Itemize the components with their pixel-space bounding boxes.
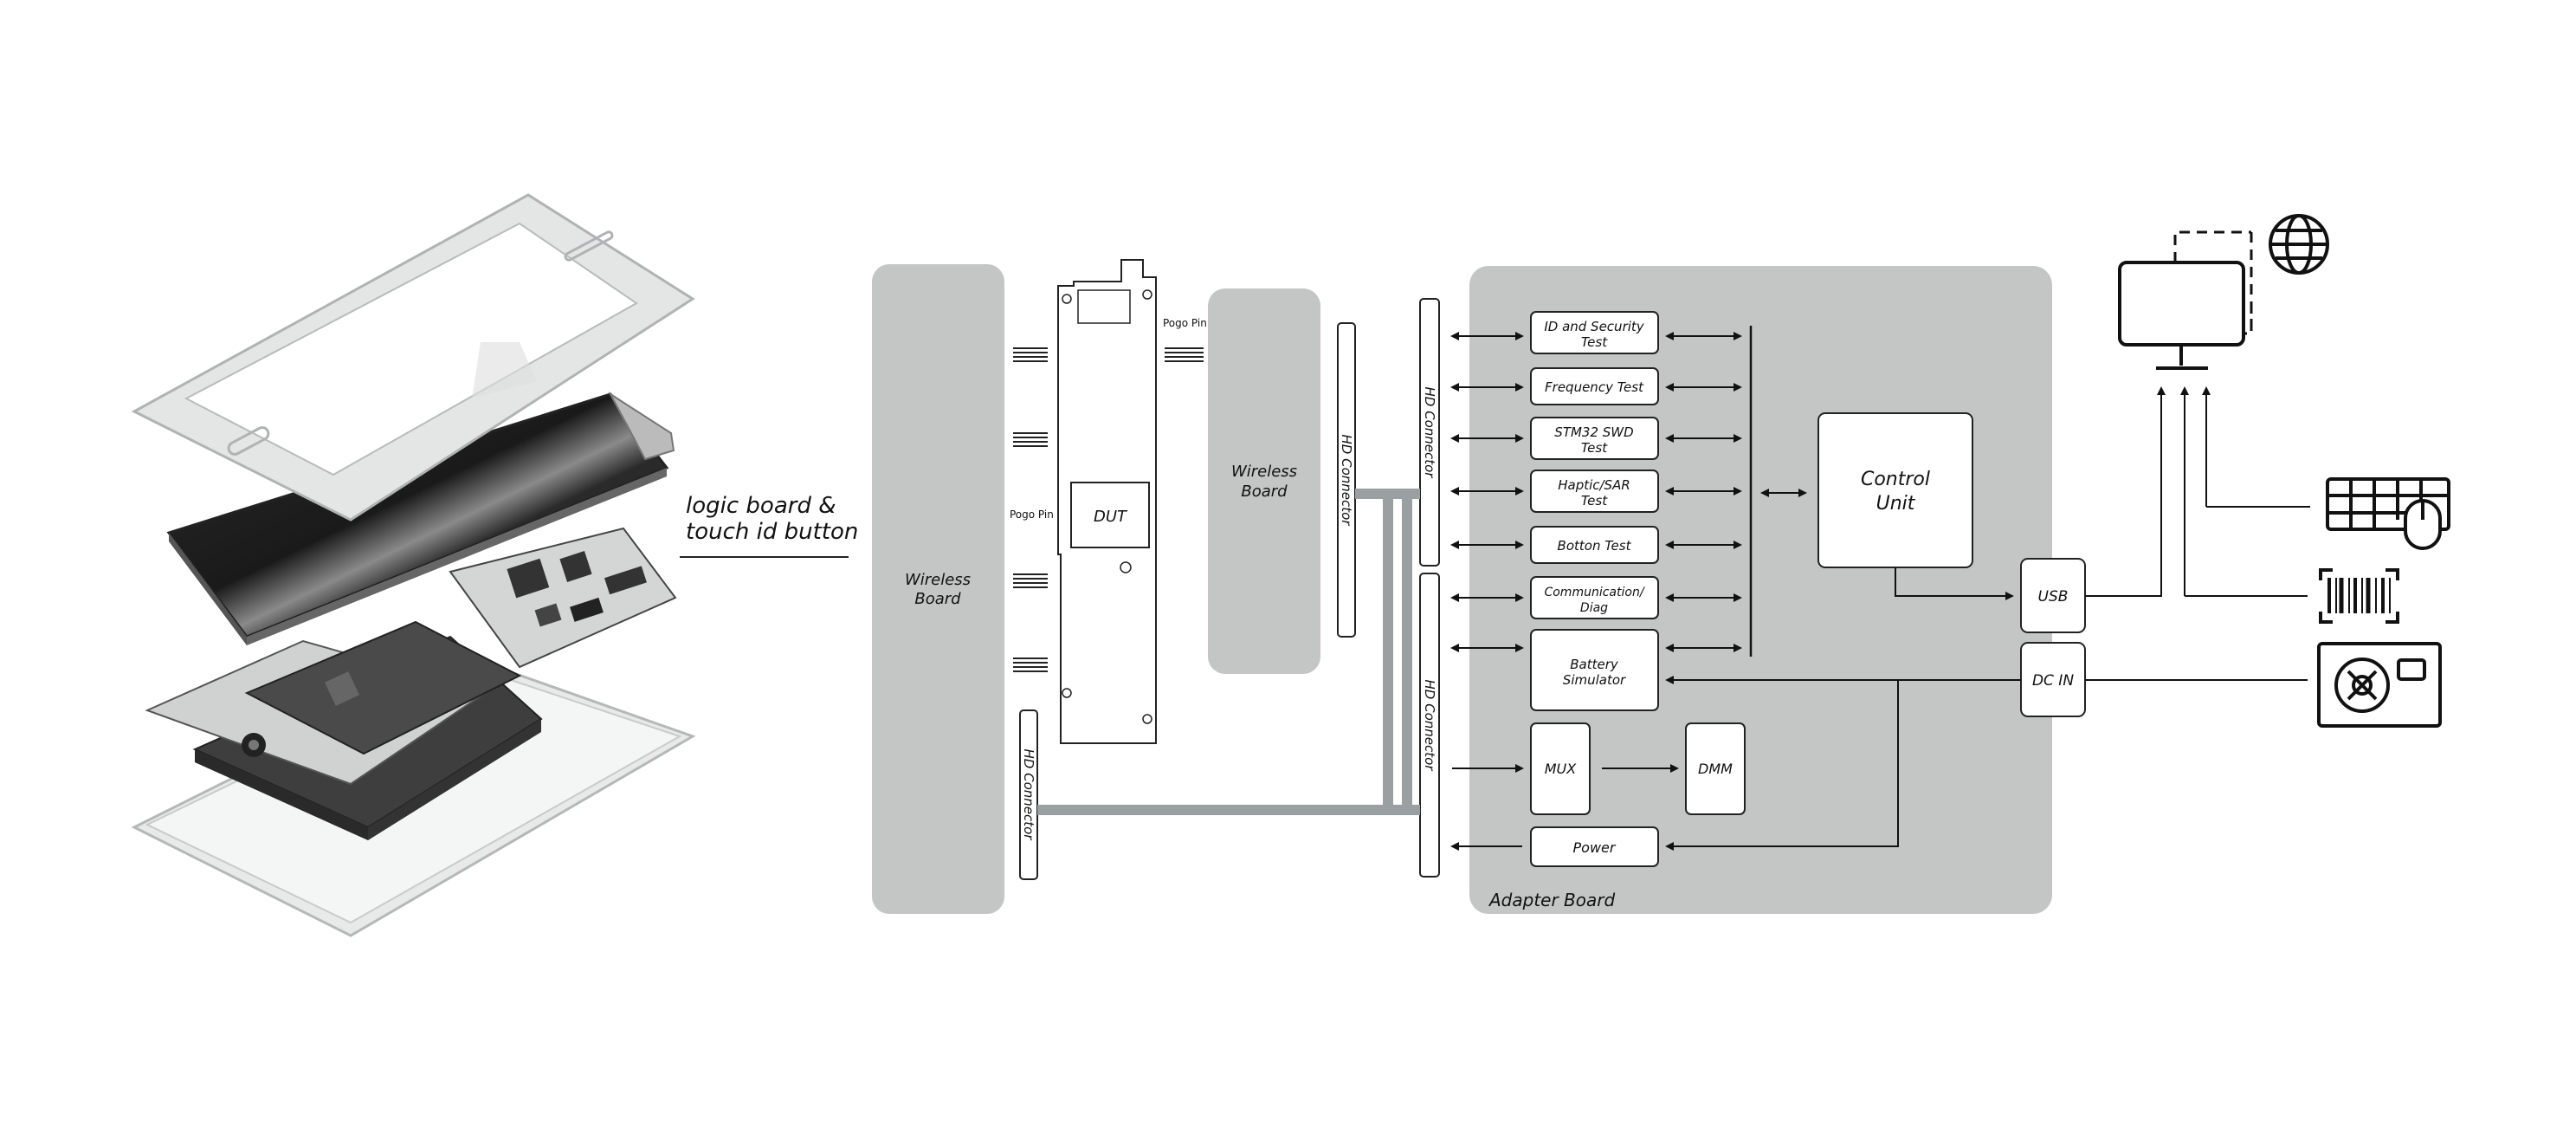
test-id-security-label-2: Test: [1581, 334, 1608, 350]
test-haptic-sar: Haptic/SAR Test: [1530, 470, 1659, 513]
control-unit-label-2: Unit: [1876, 493, 1916, 515]
dut-board: DUT: [1057, 259, 1157, 744]
power-supply-icon: [2317, 642, 2442, 728]
usb-to-peripherals-lines: [2085, 386, 2310, 681]
hd-connector-2-label: HD Connector: [1422, 387, 1437, 479]
hd-connector-3: [1419, 573, 1440, 878]
test-haptic-label-1: Haptic/SAR: [1558, 477, 1630, 493]
wireless-board-mid: [1208, 288, 1320, 674]
adapter-board-label: Adapter Board: [1488, 890, 1615, 910]
battery-simulator-label-1: Battery: [1570, 657, 1619, 672]
test-botton-label: Botton Test: [1558, 538, 1632, 554]
phone-exploded-illustration: [131, 193, 696, 937]
logic-board: [449, 527, 677, 669]
wireless-board-left-label-2: Board: [914, 590, 961, 608]
usb-port: USB: [2020, 558, 2086, 633]
test-id-security-label-1: ID and Security: [1544, 319, 1644, 334]
dc-in-power-lines: [1665, 676, 2021, 851]
hd-connector-4: [1019, 709, 1038, 880]
hd-connector-3-label: HD Connector: [1422, 680, 1437, 772]
test-botton: Botton Test: [1530, 526, 1659, 564]
connector-test-arrows: [1450, 332, 1679, 851]
test-stm32-label-2: Test: [1581, 440, 1608, 456]
control-to-usb-arrow: [1895, 567, 2014, 600]
monitor-icon: [2118, 261, 2245, 370]
hd-connector-2: [1419, 298, 1440, 567]
power-label: Power: [1573, 839, 1617, 856]
keyboard-mouse-icon: [2326, 477, 2450, 550]
wireless-board-left-label-1: Wireless: [905, 571, 971, 589]
pogo-pin-right-label: Pogo Pin: [1163, 317, 1207, 329]
dmm-box: DMM: [1685, 722, 1746, 815]
dc-in-label: DC IN: [2032, 672, 2074, 690]
test-id-security: ID and Security Test: [1530, 311, 1659, 354]
callout-touch-id-label: touch id button: [686, 519, 858, 545]
dut-label: DUT: [1094, 508, 1128, 526]
mux-label: MUX: [1545, 761, 1578, 777]
test-haptic-label-2: Test: [1581, 493, 1608, 508]
power-box: Power: [1530, 826, 1659, 867]
wireless-board-mid-label-2: Board: [1241, 483, 1288, 501]
test-bus-arrows: [1665, 326, 1807, 657]
usb-label: USB: [2038, 588, 2069, 606]
dc-in-port: DC IN: [2020, 642, 2086, 717]
hd-connector-1-label: HD Connector: [1339, 435, 1354, 527]
battery-simulator-label-2: Simulator: [1563, 672, 1626, 688]
globe-icon: [2269, 214, 2329, 275]
data-bus: [1037, 489, 1420, 815]
battery-simulator: Battery Simulator: [1530, 629, 1659, 711]
wireless-board-left: [872, 264, 1004, 914]
test-stm32-swd: STM32 SWD Test: [1530, 417, 1659, 460]
test-communication-label-2: Diag: [1580, 601, 1608, 615]
network-link-dashed: [2173, 230, 2253, 335]
callout-logic-board-label: logic board &: [686, 493, 836, 519]
pogo-pin-left-label: Pogo Pin: [1010, 508, 1054, 521]
pogo-pins-right: [1165, 347, 1204, 362]
barcode-scanner-icon: [2319, 568, 2399, 624]
wireless-board-mid-label-1: Wireless: [1231, 463, 1297, 481]
test-communication-diag: Communication/ Diag: [1530, 576, 1659, 619]
test-stm32-label-1: STM32 SWD: [1554, 424, 1633, 440]
hd-connector-1: [1337, 322, 1356, 638]
mux-box: MUX: [1530, 722, 1591, 815]
hd-connector-4-label: HD Connector: [1021, 749, 1036, 841]
pogo-pins-left: [1013, 347, 1048, 672]
test-frequency: Frequency Test: [1530, 367, 1659, 405]
test-frequency-label: Frequency Test: [1545, 379, 1644, 395]
control-unit: Control Unit: [1817, 412, 1973, 568]
dmm-label: DMM: [1698, 761, 1733, 777]
control-unit-label-1: Control: [1861, 469, 1930, 490]
test-communication-label-1: Communication/: [1544, 586, 1644, 599]
